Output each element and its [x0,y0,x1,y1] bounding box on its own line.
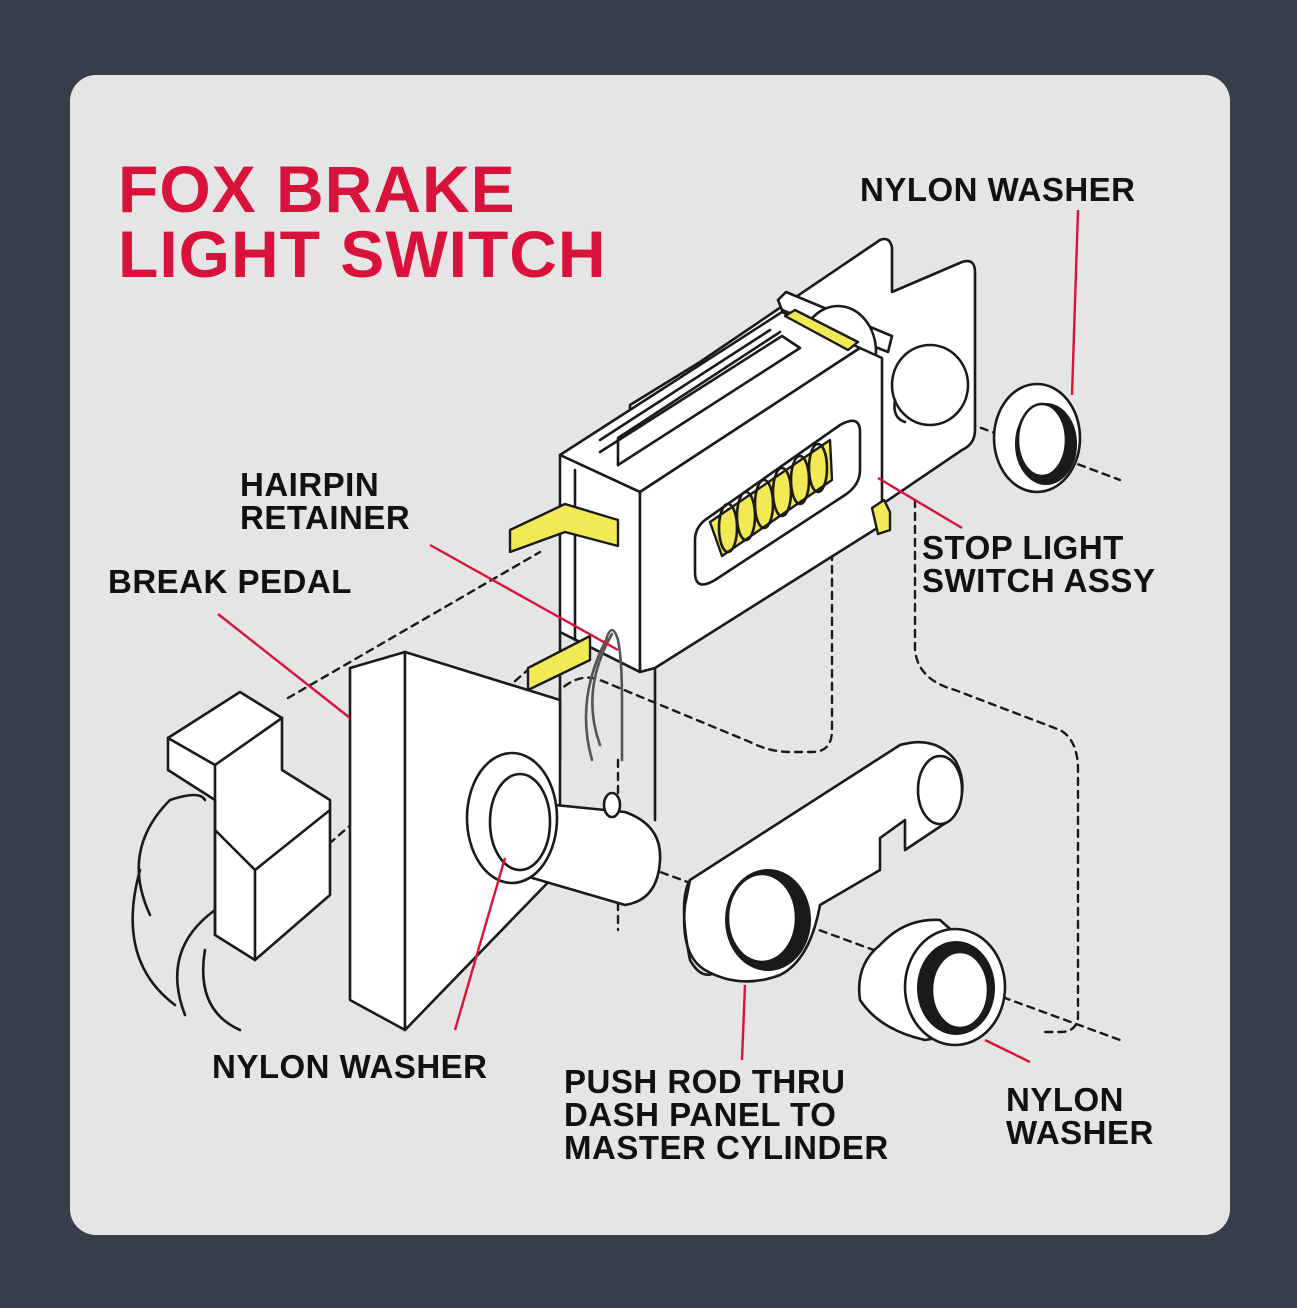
label-stop-light-line-1: STOP LIGHT [922,529,1124,566]
label-hairpin-line-2: RETAINER [240,499,411,536]
label-nylon-washer-right: NYLON WASHER [1006,1083,1154,1149]
nylon-washer-bottom-right [857,918,1007,1047]
title-line-1: FOX BRAKE [118,152,516,226]
pedal-bracket [131,690,332,1032]
label-hairpin-retainer: HAIRPIN RETAINER [240,468,410,534]
label-push-rod-line-1: PUSH ROD THRU [564,1063,846,1100]
label-nylon-washer-top: NYLON WASHER [860,171,1136,208]
diagram-title: FOX BRAKE LIGHT SWITCH [118,152,607,291]
leader-break-pedal [217,613,351,719]
exploded-view-illustration [131,209,1122,1064]
leader-hairpin-retainer [429,543,619,652]
leader-nylon-washer-left [453,857,507,1031]
push-rod [682,740,964,983]
label-push-rod: PUSH ROD THRU DASH PANEL TO MASTER CYLIN… [564,1065,889,1164]
stop-light-switch-assembly [508,237,977,822]
label-hairpin-line-1: HAIRPIN [240,466,380,503]
hairpin-retainer [584,628,624,762]
spring-coils [717,442,829,554]
label-break-pedal: BREAK PEDAL [108,563,352,600]
nylon-washer-top [992,382,1082,494]
label-nylon-washer-left: NYLON WASHER [212,1048,488,1085]
leader-nylon-washer-right [984,1038,1031,1064]
label-nylon-right-line-2: WASHER [1006,1114,1154,1151]
leader-push-rod [740,984,747,1061]
leader-stop-light [877,476,963,530]
leader-nylon-washer-top [1070,209,1080,396]
nylon-washer-bushing-left [465,751,662,907]
label-push-rod-line-3: MASTER CYLINDER [564,1129,889,1166]
label-stop-light-line-2: SWITCH ASSY [922,562,1156,599]
title-line-2: LIGHT SWITCH [118,217,607,291]
leader-lines [217,209,1080,1064]
label-push-rod-line-2: DASH PANEL TO [564,1096,837,1133]
diagram-card: FOX BRAKE LIGHT SWITCH NYLON WASHER HAIR… [70,75,1230,1235]
label-stop-light-switch: STOP LIGHT SWITCH ASSY [922,531,1155,597]
label-nylon-right-line-1: NYLON [1006,1081,1124,1118]
